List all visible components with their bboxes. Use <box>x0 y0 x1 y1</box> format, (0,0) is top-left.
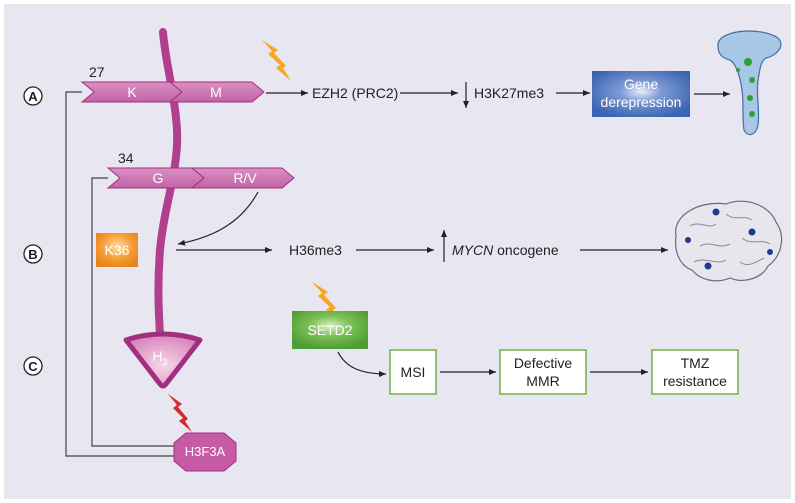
residue-arrow-rv: R/V <box>190 167 295 189</box>
mycn-oncogene-label: MYCN oncogene <box>452 242 559 258</box>
h36me3-label: H36me3 <box>289 242 342 258</box>
tmz-line1: TMZ <box>681 355 710 371</box>
connector-h3k27m <box>65 91 176 457</box>
position-27: 27 <box>89 64 105 80</box>
h3k27me3-label: H3K27me3 <box>474 85 544 101</box>
h3f3a-label: H3F3A <box>185 444 226 459</box>
residue-label-k: K <box>127 84 137 100</box>
residue-label-g: G <box>153 170 164 186</box>
section-a-label: A <box>28 89 38 104</box>
defective-mmr-box: Defective MMR <box>499 349 587 395</box>
k36-label: K36 <box>105 242 130 258</box>
histone-subscript: 3 <box>163 357 168 367</box>
mycn-label: MYCN <box>452 242 494 258</box>
histone-h3-label: H3 <box>152 348 167 367</box>
ezh2-label: EZH2 (PRC2) <box>312 85 398 101</box>
residue-arrow-m: M <box>168 81 265 103</box>
connector-h3g34 <box>91 177 176 447</box>
gene-line2: derepression <box>601 94 682 110</box>
section-a-marker: A <box>23 86 43 106</box>
residue-arrow-k27: K <box>80 81 183 103</box>
k36-box: K36 <box>96 233 138 267</box>
histone-h-letter: H <box>152 348 162 364</box>
section-b-label: B <box>28 247 37 262</box>
gene-derepression-box: Gene derepression <box>592 71 690 117</box>
cerebellum-illustration <box>717 30 782 136</box>
arrow-rv-to-k36 <box>177 191 259 246</box>
tmz-resistance-box: TMZ resistance <box>651 349 739 395</box>
tmz-line2: resistance <box>663 373 727 389</box>
arrow-to-msi <box>337 351 387 377</box>
msi-label: MSI <box>401 364 426 380</box>
position-34: 34 <box>118 150 134 166</box>
lightning-icon <box>168 394 192 432</box>
h3f3a-gene-box: H3F3A <box>173 432 237 472</box>
section-c-marker: C <box>23 356 43 376</box>
gene-line1: Gene <box>624 76 658 92</box>
mmr-line1: Defective <box>514 355 573 371</box>
residue-label-m: M <box>210 84 222 100</box>
setd2-box: SETD2 <box>292 311 368 349</box>
mmr-line2: MMR <box>526 373 559 389</box>
residue-arrow-g34: G <box>106 167 205 189</box>
lightning-icon <box>262 40 291 81</box>
section-c-label: C <box>28 359 38 374</box>
section-b-marker: B <box>23 244 43 264</box>
setd2-label: SETD2 <box>307 322 352 338</box>
histone-h3-core: H3 <box>123 331 203 389</box>
residue-label-rv: R/V <box>233 170 257 186</box>
brain-illustration <box>675 200 783 282</box>
oncogene-label: oncogene <box>493 242 559 258</box>
msi-box: MSI <box>389 349 437 395</box>
